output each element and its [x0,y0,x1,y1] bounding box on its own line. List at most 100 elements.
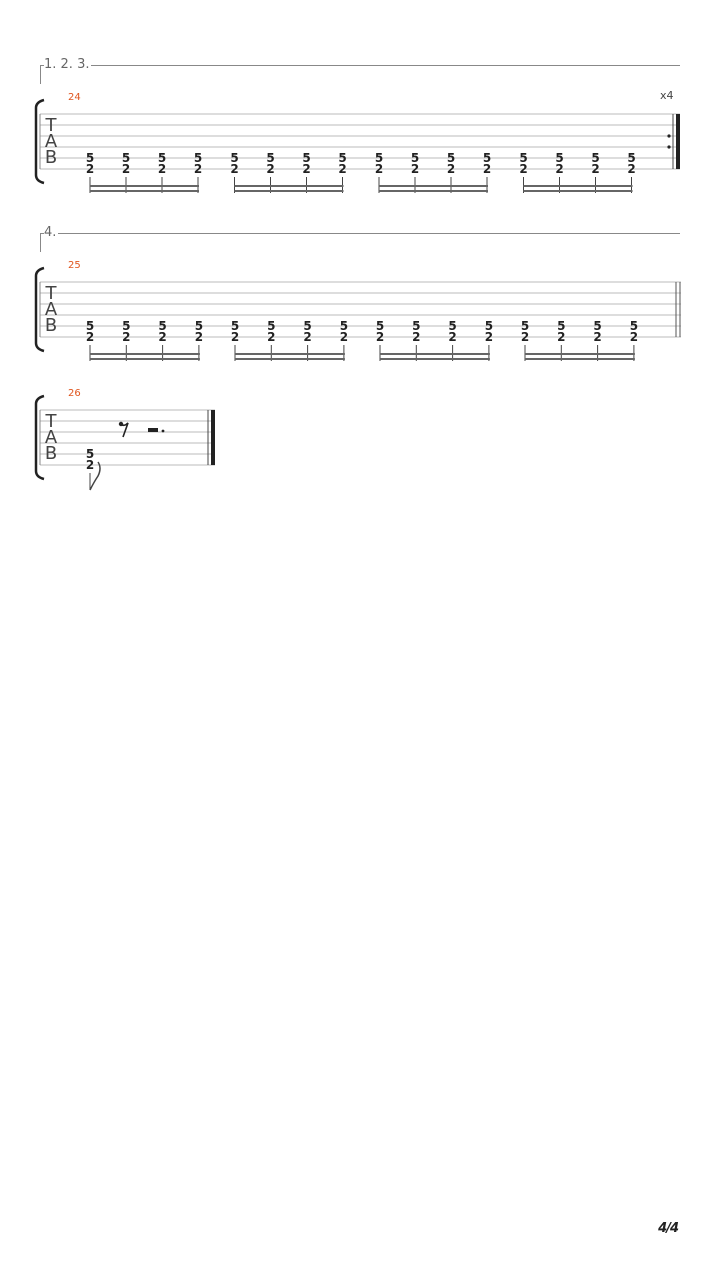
tab-clef-letter: B [45,315,57,336]
fret-number: 2 [411,162,419,176]
fret-number: 2 [302,162,310,176]
volta-bracket-1: 1. 2. 3. [40,57,680,84]
system-bracket [34,98,45,185]
measure-number: 26 [68,388,81,399]
beam [90,190,199,192]
beam [379,190,488,192]
fret-number: 5 [267,319,275,333]
system-bracket [34,394,45,481]
fret-number: 5 [303,319,311,333]
fret-number: 5 [340,319,348,333]
page-number: 4/4 [658,1221,679,1236]
measure-number: 25 [68,260,81,271]
tab-clef-letter: T [45,115,58,136]
beam [523,185,633,187]
rest-dot [161,429,165,433]
fret-number: 2 [231,330,239,344]
beam [525,358,635,360]
fret-number: 5 [231,319,239,333]
fret-number: 2 [158,330,166,344]
fret-number: 5 [302,151,310,165]
tab-clef-letter: A [45,427,58,448]
fret-number: 2 [483,162,491,176]
dotted-half-rest-icon [148,428,158,432]
beam [234,185,344,187]
fret-number: 2 [194,162,202,176]
fret-number: 2 [338,162,346,176]
fret-number: 5 [591,151,599,165]
fret-number: 2 [485,330,493,344]
fret-number: 2 [630,330,638,344]
fret-number: 5 [521,319,529,333]
beam [379,185,488,187]
beam [380,353,490,355]
beam [235,353,345,355]
fret-number: 2 [555,162,563,176]
repeat-dot [667,145,671,149]
beam [380,358,490,360]
volta-label: 4. [44,225,59,240]
tab-clef-letter: T [45,283,58,304]
tab-clef-letter: A [45,299,58,320]
fret-number: 5 [448,319,456,333]
fret-number: 5 [86,319,94,333]
fret-number: 2 [195,330,203,344]
fret-number: 2 [627,162,635,176]
volta-label: 1. 2. 3. [44,57,92,72]
fret-number: 2 [519,162,527,176]
repeat-dot [667,134,671,138]
fret-number: 2 [158,162,166,176]
beam [234,190,344,192]
fret-number: 5 [266,151,274,165]
fret-number: 5 [411,151,419,165]
fret-number: 2 [448,330,456,344]
fret-number: 5 [627,151,635,165]
tab-clef-letter: A [45,131,58,152]
measure-number: 24 [68,92,81,103]
fret-number: 2 [591,162,599,176]
fret-number: 2 [376,330,384,344]
tab-clef-letter: B [45,443,57,464]
fret-number: 5 [555,151,563,165]
fret-number: 2 [230,162,238,176]
fret-number: 2 [267,330,275,344]
fret-number: 5 [194,151,202,165]
beam [235,358,345,360]
repeat-count: x4 [660,89,674,102]
fret-number: 5 [195,319,203,333]
fret-number: 2 [521,330,529,344]
fret-number: 2 [86,162,94,176]
tab-clef-letter: T [45,411,58,432]
fret-number: 5 [557,319,565,333]
fret-number: 2 [447,162,455,176]
fret-number: 5 [412,319,420,333]
volta-bracket-2: 4. [40,225,680,252]
fret-number: 5 [519,151,527,165]
fret-number: 2 [122,162,130,176]
note-flag [89,461,101,491]
repeat-barline-thick [676,114,680,169]
beam [525,353,635,355]
fret-number: 5 [447,151,455,165]
fret-number: 5 [122,151,130,165]
fret-number: 2 [266,162,274,176]
fret-number: 5 [375,151,383,165]
fret-number: 2 [122,330,130,344]
fret-number: 5 [483,151,491,165]
fret-number: 5 [158,151,166,165]
fret-number: 2 [340,330,348,344]
final-barline-thick [211,410,215,465]
fret-number: 5 [630,319,638,333]
beam [90,185,199,187]
fret-number: 2 [375,162,383,176]
fret-number: 2 [86,458,94,472]
fret-number: 2 [303,330,311,344]
fret-number: 2 [593,330,601,344]
fret-number: 2 [86,330,94,344]
eighth-rest-icon [120,422,129,438]
beam [90,358,200,360]
beam [523,190,633,192]
fret-number: 5 [86,151,94,165]
